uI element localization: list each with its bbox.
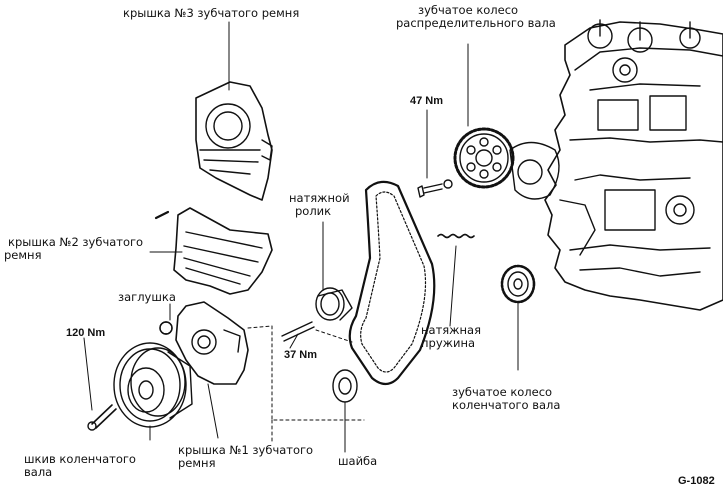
figure-code: G-1082 (678, 475, 715, 487)
pulley-bolt (91, 404, 117, 429)
label-cover-1: крышка №1 зубчатого ремня (178, 444, 313, 470)
washer (332, 369, 358, 403)
label-torque-47: 47 Nm (410, 95, 444, 107)
crankshaft-sprocket (500, 264, 536, 304)
timing-cover-1 (159, 301, 249, 385)
label-cover-1-line2: ремня (178, 456, 216, 470)
label-cover-2: крышка №2 зубчатого ремня (4, 236, 143, 262)
tension-spring (437, 233, 475, 239)
cam-bolt (417, 179, 453, 198)
label-pulley-line1: шкив коленчатого (24, 452, 136, 466)
timing-belt (348, 180, 436, 386)
label-spring-line1: натяжная (421, 323, 482, 337)
label-tension-spring: натяжная пружина (421, 324, 481, 350)
label-cover-3: крышка №3 зубчатого ремня (123, 6, 300, 20)
plug (159, 321, 173, 335)
label-tensioner-line1: натяжной (289, 191, 350, 205)
label-camshaft-gear-line2: распределительного вала (396, 16, 556, 30)
cam-seal-plate (509, 141, 560, 200)
label-camshaft-gear: зубчатое колесо распределительного вала (396, 4, 556, 30)
label-torque-120: 120 Nm (66, 327, 106, 339)
label-crank-gear-line1: зубчатое колесо (452, 385, 553, 399)
label-crank-gear-line2: коленчатого вала (452, 398, 561, 412)
tensioner-pulley (315, 287, 353, 321)
timing-cover-2 (154, 207, 273, 295)
label-crankshaft-pulley: шкив коленчатого вала (24, 453, 136, 479)
label-pulley-line2: вала (24, 465, 53, 479)
label-plug: заглушка (118, 290, 176, 304)
label-spring-line2: пружина (421, 336, 476, 350)
label-cover-2-line2: ремня (4, 248, 42, 262)
label-tensioner-line2: ролик (295, 204, 332, 218)
label-washer: шайба (338, 454, 378, 468)
label-camshaft-gear-line1: зубчатое колесо (418, 3, 519, 17)
label-crankshaft-gear: зубчатое колесо коленчатого вала (452, 386, 560, 412)
crankshaft-pulley (113, 342, 193, 428)
tensioner-bolt (281, 321, 315, 342)
timing-cover-3 (195, 81, 273, 201)
label-cover-2-line1: крышка №2 зубчатого (8, 235, 144, 249)
label-cover-1-line1: крышка №1 зубчатого (178, 443, 314, 457)
label-tensioner-pulley: натяжной ролик (289, 192, 350, 218)
camshaft-sprocket (453, 127, 515, 189)
engine-block (544, 19, 723, 311)
label-torque-37: 37 Nm (284, 349, 318, 361)
